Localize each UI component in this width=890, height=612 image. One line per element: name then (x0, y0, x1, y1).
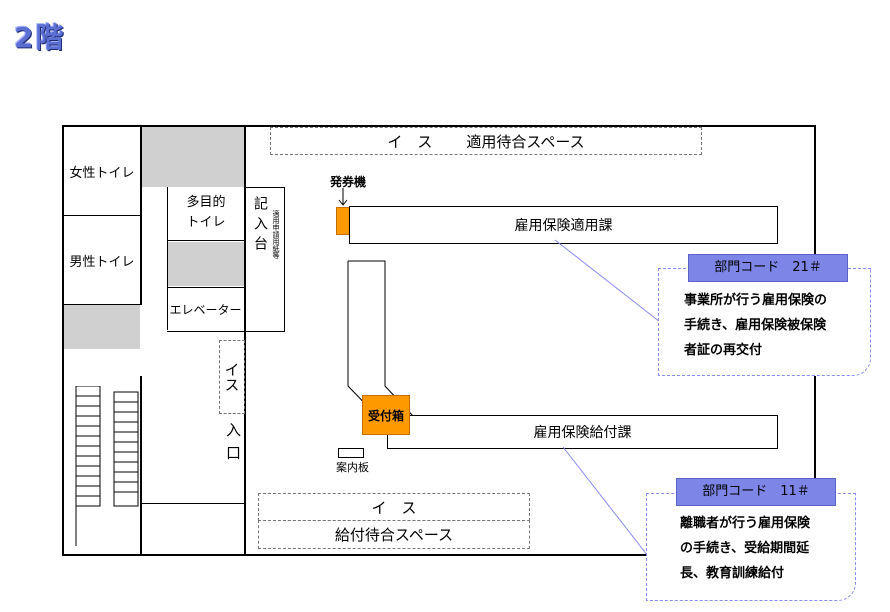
wall-vertical-1 (140, 125, 142, 305)
elevator-label: エレベーター (169, 303, 242, 317)
writing-desk-sub-label: 適用申請用紙等 (272, 210, 280, 259)
application-section-counter: 雇用保険適用課 (349, 206, 778, 244)
wall-vertical-3 (140, 376, 142, 556)
callout-benefit-line: 離職者が行う雇用保険 (680, 516, 811, 531)
info-board-label: 案内板 (336, 461, 369, 474)
callout-benefit-line: 長、教育訓練給付 (680, 566, 785, 581)
application-section-label: 雇用保険適用課 (514, 218, 613, 234)
callout-benefit-body: 離職者が行う雇用保険 の手続き、受給期間延 長、教育訓練給付 (680, 511, 810, 586)
womens-toilet-label: 女性トイレ (69, 165, 135, 181)
mens-toilet: 男性トイレ (64, 216, 140, 305)
bottom-waiting-chairs-label: イ ス (371, 498, 417, 517)
top-waiting-chairs-label: イ ス (387, 132, 433, 151)
wall-line (142, 503, 244, 504)
callout-application-body: 事業所が行う雇用保険の 手続き、雇用保険被保険 者証の再交付 (684, 288, 827, 363)
reception-box-label: 受付箱 (367, 408, 404, 423)
wall-block (142, 127, 244, 187)
callout-application-line: 事業所が行う雇用保険の (684, 293, 828, 308)
top-waiting-space-label: 適用待合スペース (466, 132, 585, 151)
benefit-section-counter: 雇用保険給付課 (387, 415, 778, 449)
callout-application-line: 者証の再交付 (684, 343, 763, 358)
stairs-drawing (75, 385, 139, 546)
callout-application-line: 手続き、雇用保険被保険 (684, 318, 827, 333)
multipurpose-toilet-label-2: トイレ (186, 215, 226, 230)
multipurpose-toilet-label-1: 多目的 (186, 195, 226, 210)
wall-block (64, 305, 140, 349)
writing-desk-label: 記入台 (252, 196, 268, 256)
callout-benefit-line: の手続き、受給期間延 (680, 541, 810, 556)
entrance-chairs: イス (219, 340, 245, 414)
elevator: エレベーター (167, 287, 244, 332)
entrance-chairs-label: イス (222, 362, 241, 392)
info-board (338, 448, 364, 458)
callout-benefit (646, 493, 856, 601)
wall-line (167, 187, 168, 330)
wall-block (167, 242, 244, 286)
callout-application (658, 268, 871, 376)
bottom-waiting-space-label: 給付待合スペース (334, 526, 454, 544)
bottom-waiting-space: 給付待合スペース (258, 520, 530, 549)
ticket-machine-label: 発券機 (330, 175, 367, 189)
callout-benefit-header: 部門コード 11＃ (676, 478, 836, 506)
writing-desk: 記入台 適用申請用紙等 (246, 187, 285, 332)
top-waiting-space: イ ス 適用待合スペース (270, 127, 702, 155)
ticket-machine-arrow (338, 188, 348, 206)
reception-box[interactable]: 受付箱 (362, 395, 410, 435)
benefit-section-label: 雇用保険給付課 (533, 425, 632, 441)
callout-application-header: 部門コード 21＃ (688, 254, 848, 282)
floor-title: 2階 (14, 21, 66, 54)
wall-vertical-2 (244, 125, 246, 556)
womens-toilet: 女性トイレ (64, 127, 140, 216)
entrance-label: 入口 (224, 422, 242, 468)
mens-toilet-label: 男性トイレ (69, 254, 135, 270)
stairs (64, 385, 140, 546)
